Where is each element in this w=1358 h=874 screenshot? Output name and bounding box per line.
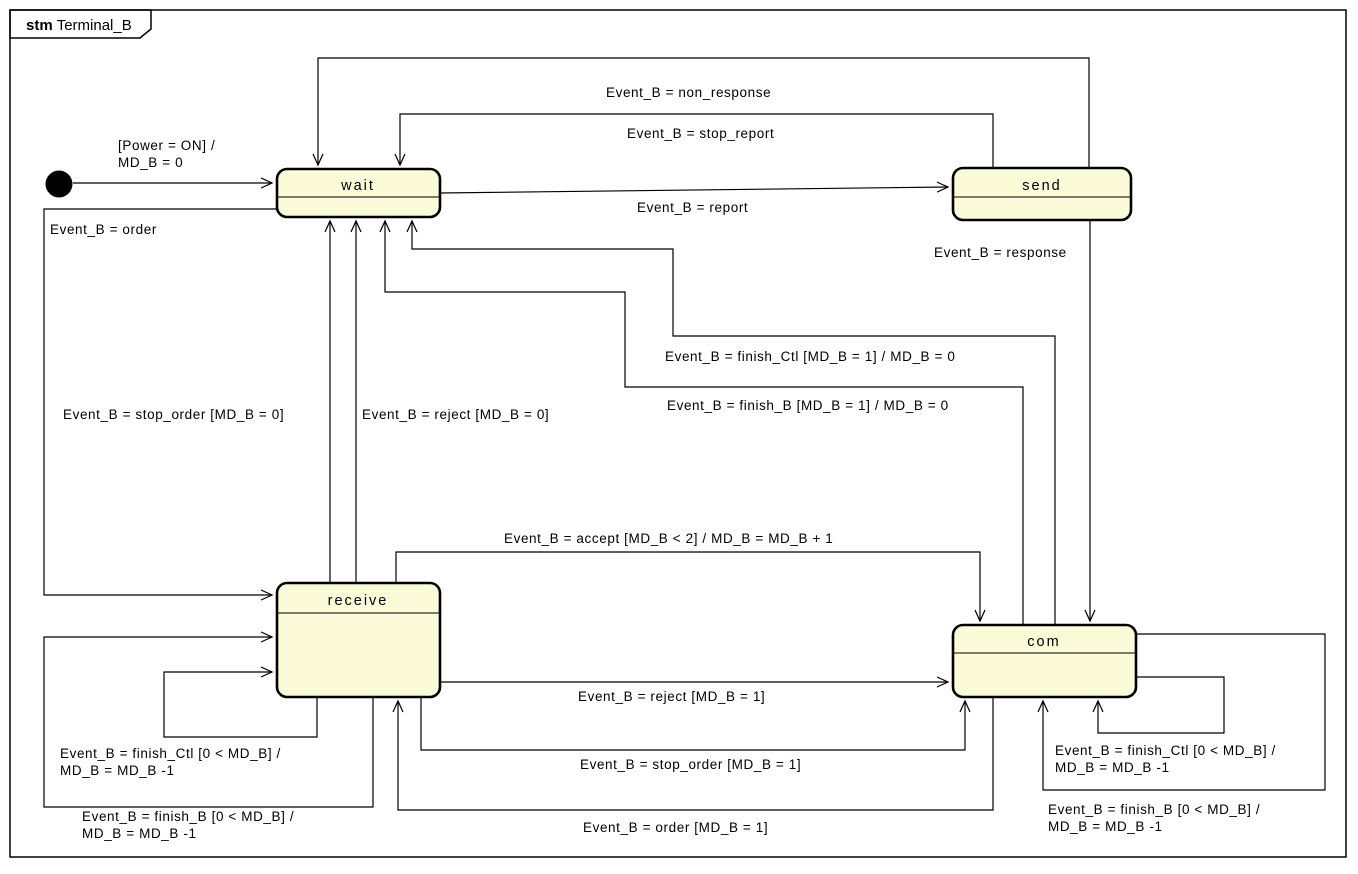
state-com[interactable]: com — [951, 623, 1138, 699]
state-send-name: send — [1022, 178, 1061, 194]
frame-name: Terminal_B — [57, 17, 132, 34]
label-accept: Event_B = accept [MD_B < 2] / MD_B = MD_… — [504, 531, 833, 546]
state-wait-body[interactable] — [275, 167, 442, 219]
self-transition-receive-finish-b[interactable] — [43, 637, 374, 808]
label-report: Event_B = report — [637, 200, 748, 215]
label-non-response: Event_B = non_response — [606, 85, 771, 100]
state-wait[interactable]: wait — [275, 167, 442, 219]
transition-receive-to-com-accept[interactable] — [395, 551, 980, 621]
self-transition-com-finish-b[interactable] — [1043, 633, 1326, 791]
label-receive-loop-ctl-line2: MD_B = MD_B -1 — [60, 763, 175, 778]
self-transition-com-finish-ctl[interactable] — [1098, 676, 1225, 734]
state-receive-body[interactable] — [275, 581, 442, 699]
label-finish-b-1: Event_B = finish_B [MD_B = 1] / MD_B = 0 — [667, 398, 949, 413]
transition-wait-to-receive-order[interactable] — [43, 208, 277, 595]
transition-com-to-receive-order[interactable] — [398, 697, 994, 811]
label-com-loop-ctl-line1: Event_B = finish_Ctl [0 < MD_B] / — [1055, 743, 1276, 758]
label-order: Event_B = order — [50, 222, 157, 237]
transition-send-to-wait-stop-report[interactable] — [400, 113, 994, 168]
frame-border — [9, 9, 1347, 858]
label-response: Event_B = response — [934, 245, 1067, 260]
transition-wait-to-send-report[interactable] — [439, 187, 948, 194]
state-receive-name: receive — [328, 593, 389, 609]
frame-title-tab — [9, 9, 152, 39]
label-stop-report: Event_B = stop_report — [627, 126, 774, 141]
label-initial-line2: MD_B = 0 — [118, 155, 183, 170]
state-com-name: com — [1027, 634, 1060, 650]
self-transition-receive-finish-ctl[interactable] — [163, 672, 318, 738]
label-reject-0: Event_B = reject [MD_B = 0] — [362, 407, 549, 422]
transition-labels: [Power = ON] / MD_B = 0 Event_B = report… — [50, 85, 1276, 841]
label-com-loop-b-line1: Event_B = finish_B [0 < MD_B] / — [1048, 802, 1260, 817]
state-send-body[interactable] — [951, 166, 1133, 222]
transition-com-to-wait-finish-ctl[interactable] — [412, 221, 1056, 625]
label-order-1: Event_B = order [MD_B = 1] — [583, 820, 768, 835]
label-com-loop-b-line2: MD_B = MD_B -1 — [1048, 819, 1163, 834]
label-com-loop-ctl-line2: MD_B = MD_B -1 — [1055, 760, 1170, 775]
label-receive-loop-b-line1: Event_B = finish_B [0 < MD_B] / — [82, 809, 294, 824]
state-wait-name: wait — [340, 178, 375, 194]
initial-pseudostate[interactable] — [45, 170, 73, 198]
state-receive[interactable]: receive — [275, 581, 442, 699]
label-finish-ctl-1: Event_B = finish_Ctl [MD_B = 1] / MD_B =… — [665, 349, 955, 364]
label-reject-1: Event_B = reject [MD_B = 1] — [578, 689, 765, 704]
label-receive-loop-ctl-line1: Event_B = finish_Ctl [0 < MD_B] / — [60, 746, 281, 761]
label-stop-order-0: Event_B = stop_order [MD_B = 0] — [63, 407, 284, 422]
transition-com-to-wait-finish-b[interactable] — [385, 221, 1024, 625]
label-initial-line1: [Power = ON] / — [118, 138, 215, 153]
transition-send-to-wait-non-response[interactable] — [318, 57, 1090, 168]
label-stop-order-1: Event_B = stop_order [MD_B = 1] — [580, 757, 801, 772]
transitions — [43, 57, 1326, 811]
transition-receive-to-com-stop-order[interactable] — [420, 697, 965, 751]
label-receive-loop-b-line2: MD_B = MD_B -1 — [82, 826, 197, 841]
frame-keyword: stm — [26, 17, 53, 34]
state-com-body[interactable] — [951, 623, 1138, 699]
state-send[interactable]: send — [951, 166, 1133, 222]
